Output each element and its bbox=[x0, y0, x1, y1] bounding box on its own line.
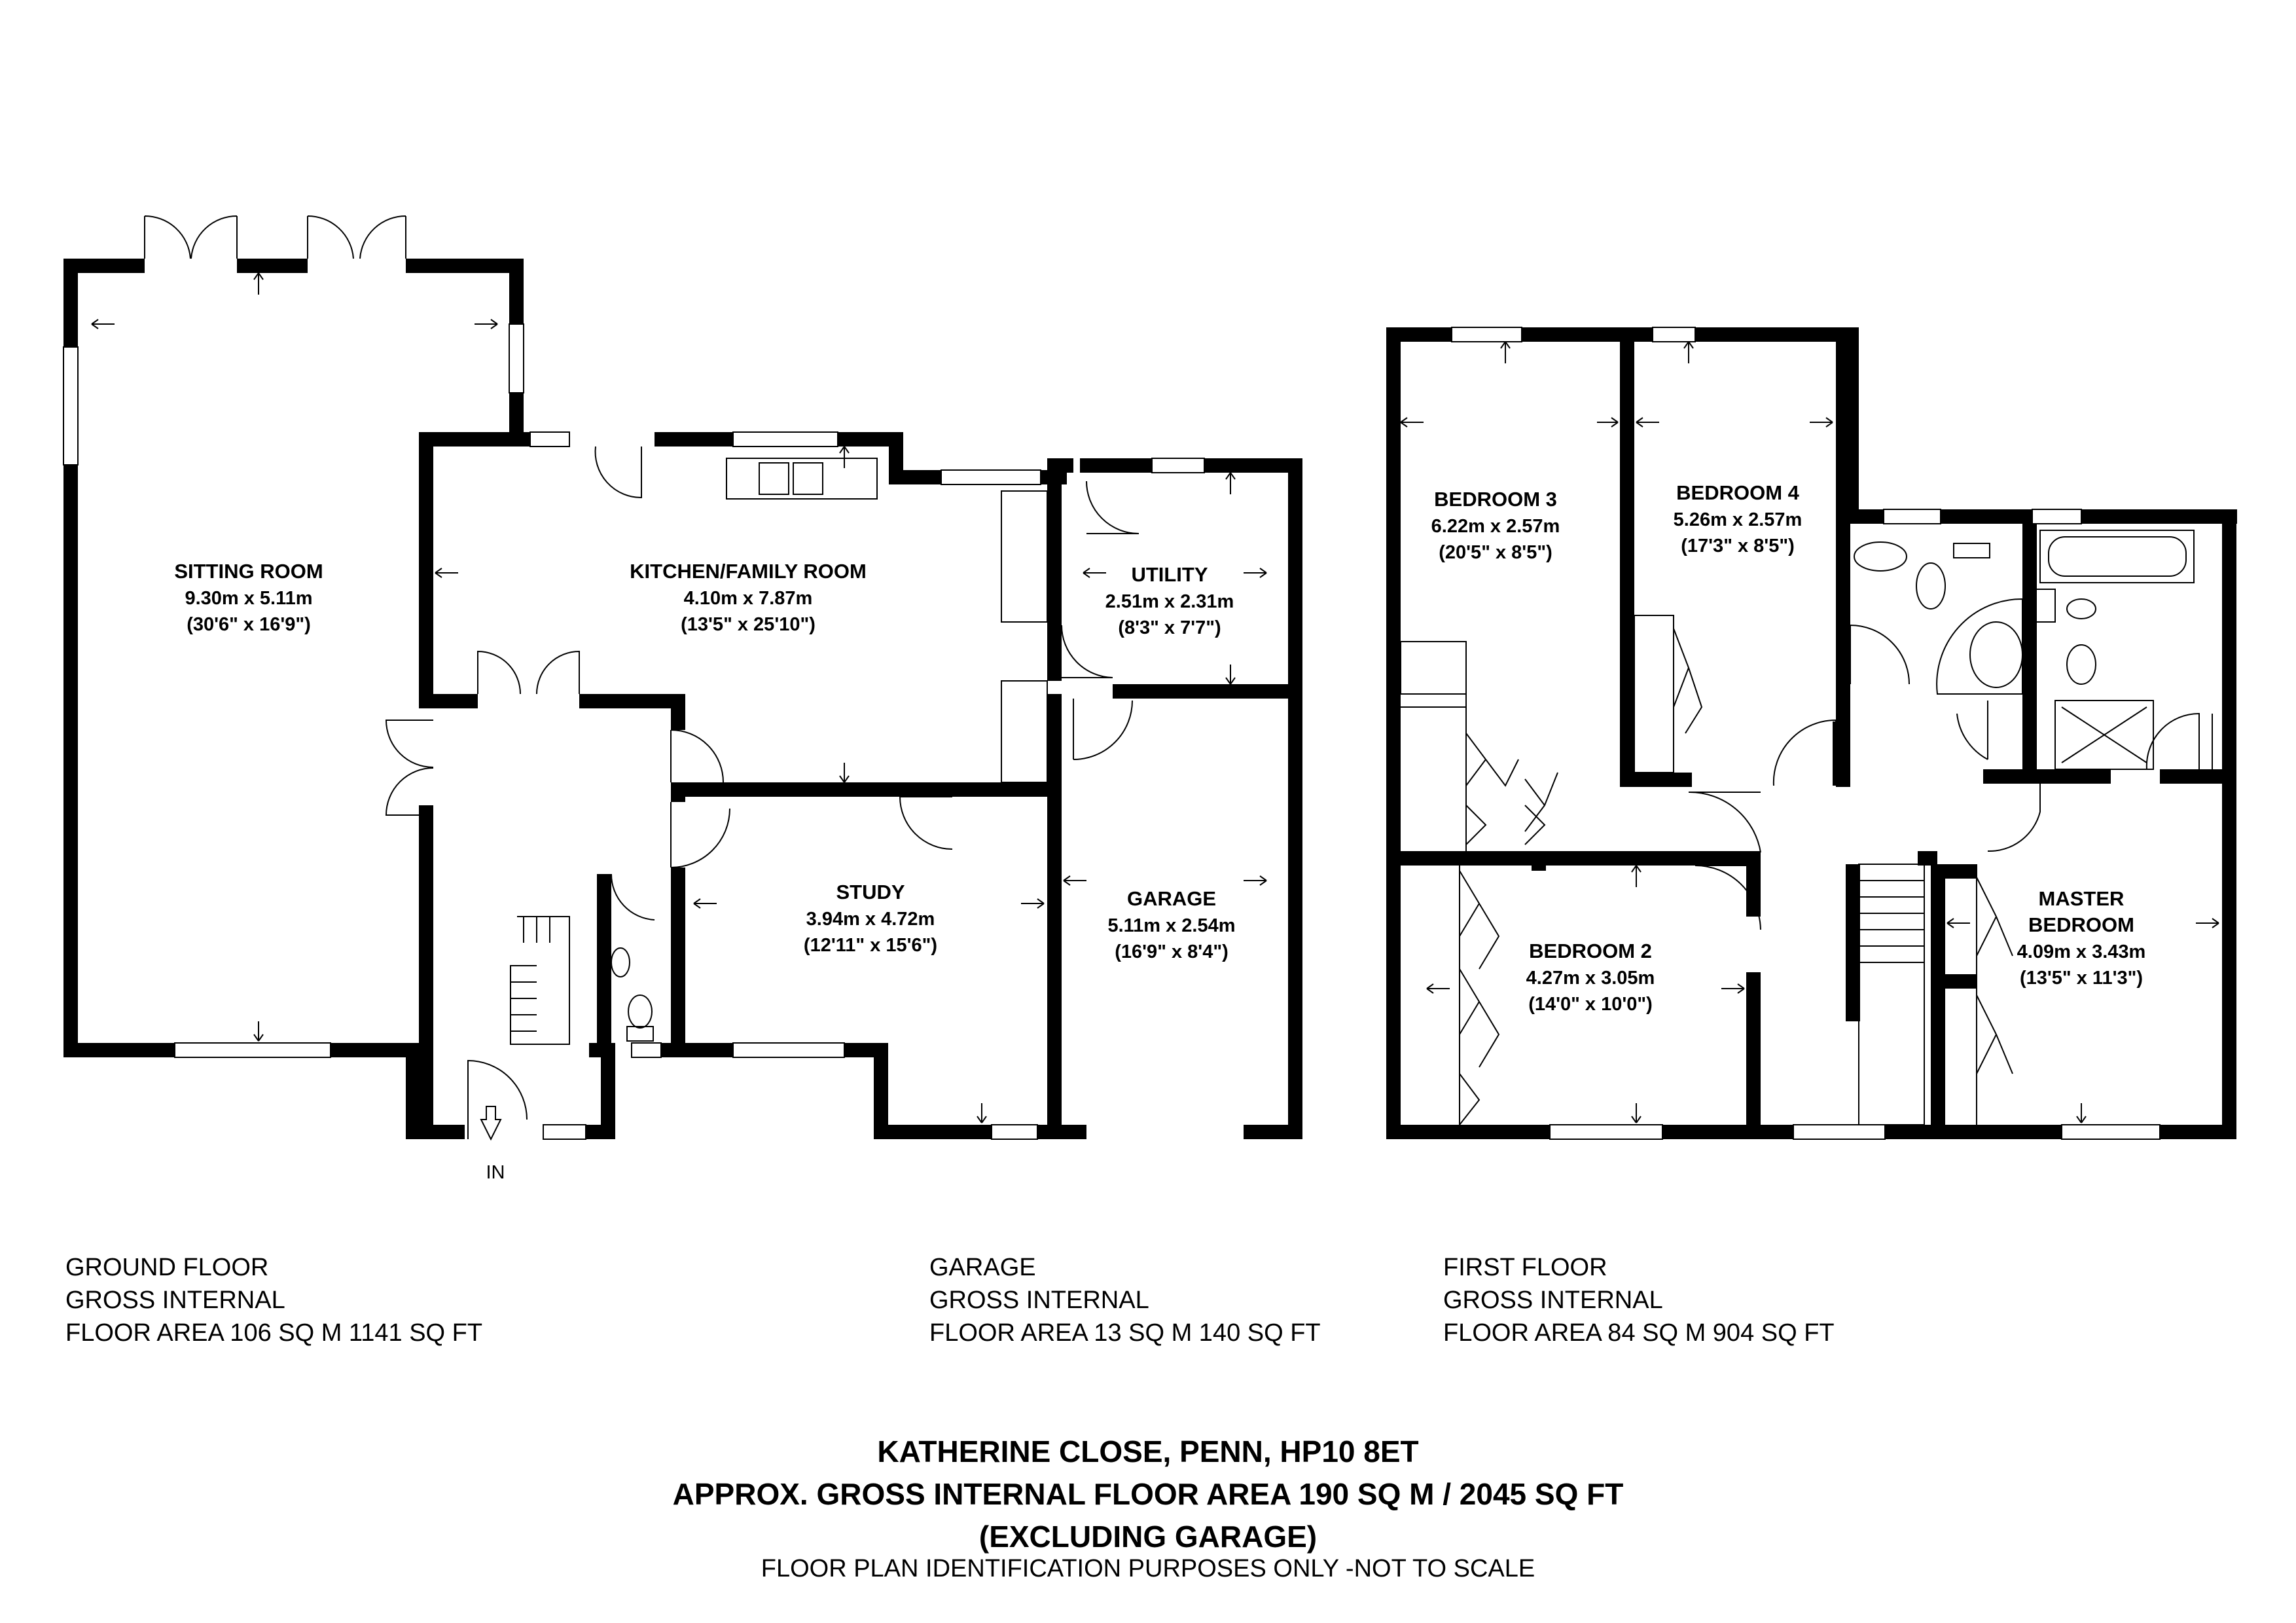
area-subheading: GROSS INTERNAL bbox=[929, 1286, 1149, 1314]
first-floor-windows bbox=[1451, 327, 2161, 1140]
room-dimensions-imperial: (17'3" x 8'5") bbox=[1681, 536, 1795, 556]
room-dimensions-metric: 2.51m x 2.31m bbox=[1105, 591, 1234, 612]
garage-area: GARAGE GROSS INTERNAL FLOOR AREA 13 SQ M… bbox=[929, 1254, 1321, 1347]
room-name: GARAGE bbox=[1127, 887, 1216, 910]
room-label-study: STUDY 3.94m x 4.72m (12'11" x 15'6") bbox=[804, 881, 937, 956]
disclaimer: FLOOR PLAN IDENTIFICATION PURPOSES ONLY … bbox=[761, 1555, 1535, 1582]
room-dimensions-metric: 4.10m x 7.87m bbox=[684, 588, 813, 609]
room-name: MASTER bbox=[2039, 887, 2125, 910]
room-dimensions-metric: 5.11m x 2.54m bbox=[1107, 915, 1235, 936]
ground-floor-windows bbox=[63, 323, 1205, 1140]
area-value: FLOOR AREA 13 SQ M 140 SQ FT bbox=[929, 1319, 1321, 1347]
room-dimensions-imperial: (13'5" x 11'3") bbox=[2020, 968, 2143, 989]
room-dimensions-imperial: (13'5" x 25'10") bbox=[681, 614, 816, 635]
room-dimensions-imperial: (14'0" x 10'0") bbox=[1528, 994, 1653, 1015]
room-dimensions-imperial: (20'5" x 8'5") bbox=[1439, 542, 1552, 563]
room-name: UTILITY bbox=[1131, 563, 1208, 586]
excluding-garage-note: (EXCLUDING GARAGE) bbox=[979, 1520, 1317, 1554]
room-dimensions-imperial: (8'3" x 7'7") bbox=[1118, 617, 1221, 638]
room-label-bedroom2: BEDROOM 2 4.27m x 3.05m (14'0" x 10'0") bbox=[1526, 939, 1655, 1015]
room-dimensions-metric: 5.26m x 2.57m bbox=[1674, 509, 1803, 530]
room-label-master-bedroom: MASTER BEDROOM 4.09m x 3.43m (13'5" x 11… bbox=[2017, 887, 2146, 989]
area-value: FLOOR AREA 84 SQ M 904 SQ FT bbox=[1443, 1319, 1835, 1347]
room-label-sitting-room: SITTING ROOM 9.30m x 5.11m (30'6" x 16'9… bbox=[174, 560, 323, 635]
room-name: BEDROOM 3 bbox=[1434, 488, 1557, 511]
entrance-label: IN bbox=[486, 1162, 505, 1183]
room-dimensions-metric: 6.22m x 2.57m bbox=[1431, 516, 1560, 537]
room-dimensions-imperial: (12'11" x 15'6") bbox=[804, 935, 937, 956]
ground-floor-doors bbox=[144, 215, 1139, 1139]
room-dimensions-metric: 3.94m x 4.72m bbox=[806, 909, 935, 930]
title-block: KATHERINE CLOSE, PENN, HP10 8ET APPROX. … bbox=[673, 1434, 1624, 1582]
room-label-kitchen: KITCHEN/FAMILY ROOM 4.10m x 7.87m (13'5"… bbox=[630, 560, 867, 635]
entrance-arrow-icon bbox=[480, 1106, 502, 1141]
first-floor-walls bbox=[1386, 327, 2237, 1139]
room-dimensions-metric: 4.09m x 3.43m bbox=[2017, 941, 2146, 962]
property-address: KATHERINE CLOSE, PENN, HP10 8ET bbox=[877, 1434, 1418, 1468]
area-subheading: GROSS INTERNAL bbox=[65, 1286, 285, 1314]
total-floor-area: APPROX. GROSS INTERNAL FLOOR AREA 190 SQ… bbox=[673, 1477, 1624, 1511]
area-heading: FIRST FLOOR bbox=[1443, 1254, 1607, 1281]
room-name: SITTING ROOM bbox=[174, 560, 323, 583]
room-label-bedroom4: BEDROOM 4 5.26m x 2.57m (17'3" x 8'5") bbox=[1674, 481, 1803, 556]
room-name: STUDY bbox=[836, 881, 905, 903]
room-dimensions-imperial: (16'9" x 8'4") bbox=[1115, 941, 1229, 962]
dimension-arrows bbox=[91, 272, 2219, 1123]
ground-floor-walls bbox=[63, 259, 1302, 1139]
room-name: BEDROOM bbox=[2028, 913, 2134, 936]
room-label-bedroom3: BEDROOM 3 6.22m x 2.57m (20'5" x 8'5") bbox=[1431, 488, 1560, 563]
room-dimensions-imperial: (30'6" x 16'9") bbox=[187, 614, 311, 635]
area-value: FLOOR AREA 106 SQ M 1141 SQ FT bbox=[65, 1319, 482, 1347]
first-floor-area: FIRST FLOOR GROSS INTERNAL FLOOR AREA 84… bbox=[1443, 1254, 1835, 1347]
room-dimensions-metric: 9.30m x 5.11m bbox=[185, 588, 312, 609]
ground-floor-area: GROUND FLOOR GROSS INTERNAL FLOOR AREA 1… bbox=[65, 1254, 482, 1347]
area-heading: GROUND FLOOR bbox=[65, 1254, 268, 1281]
area-subheading: GROSS INTERNAL bbox=[1443, 1286, 1663, 1314]
room-label-garage: GARAGE 5.11m x 2.54m (16'9" x 8'4") bbox=[1107, 887, 1235, 962]
first-floor-doors bbox=[1400, 530, 2213, 1125]
room-name: BEDROOM 2 bbox=[1529, 939, 1652, 962]
room-dimensions-metric: 4.27m x 3.05m bbox=[1526, 968, 1655, 989]
room-name: KITCHEN/FAMILY ROOM bbox=[630, 560, 867, 583]
room-name: BEDROOM 4 bbox=[1676, 481, 1800, 504]
area-heading: GARAGE bbox=[929, 1254, 1036, 1281]
room-label-utility: UTILITY 2.51m x 2.31m (8'3" x 7'7") bbox=[1105, 563, 1234, 638]
